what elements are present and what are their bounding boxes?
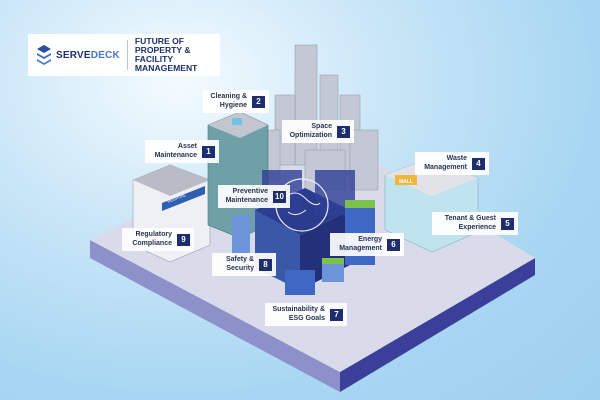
label-regulatory-compliance: Regulatory Compliance 9 [122,228,194,251]
label-text: Sustainability & ESG Goals [272,306,325,322]
label-sustainability-esg: Sustainability & ESG Goals 7 [265,303,347,326]
label-number: 4 [472,157,485,170]
label-text: Asset Maintenance [154,143,197,159]
brand-deck: DECK [90,49,120,61]
label-preventive-maintenance: Preventive Maintenance 10 [218,185,290,208]
label-number: 2 [252,95,265,108]
stack-logo-icon [37,45,51,65]
tagline: FUTURE OF PROPERTY & FACILITY MANAGEMENT [134,36,198,73]
label-number: 1 [202,145,215,158]
label-text: Waste Management [424,155,467,171]
label-space-optimization: Space Optimization 3 [282,120,354,143]
label-text: Tenant & Guest Experience [444,215,496,231]
label-cleaning-hygiene: Cleaning & Hygiene 2 [203,90,269,113]
label-asset-maintenance: Asset Maintenance 1 [145,140,219,163]
mall-sign: MALL [399,179,413,185]
label-tenant-guest-experience: Tenant & Guest Experience 5 [432,212,518,235]
label-number: 7 [330,308,343,321]
label-waste-management: Waste Management 4 [415,152,489,175]
brand-serve: SERVE [56,49,91,61]
label-number: 8 [259,258,272,271]
label-text: Space Optimization [289,123,332,139]
label-text: Regulatory Compliance [132,231,172,247]
label-safety-security: Safety & Security 8 [212,253,276,276]
label-text: Energy Management [339,236,382,252]
label-number: 9 [177,233,190,246]
label-text: Preventive Maintenance [225,188,268,204]
servedeck-logo-card: SERVEDECK FUTURE OF PROPERTY & FACILITY … [28,34,220,76]
skyscraper-cluster [259,44,379,191]
label-number: 10 [273,190,286,203]
brand-name: SERVEDECK [56,50,120,61]
hospital-sign: HOSPITAL [167,192,188,204]
label-text: Cleaning & Hygiene [210,93,247,109]
label-number: 6 [387,238,400,251]
label-energy-management: Energy Management 6 [330,233,404,256]
label-number: 3 [337,125,350,138]
logo-divider [126,40,128,70]
label-text: Safety & Security [225,256,254,272]
label-number: 5 [501,217,514,230]
